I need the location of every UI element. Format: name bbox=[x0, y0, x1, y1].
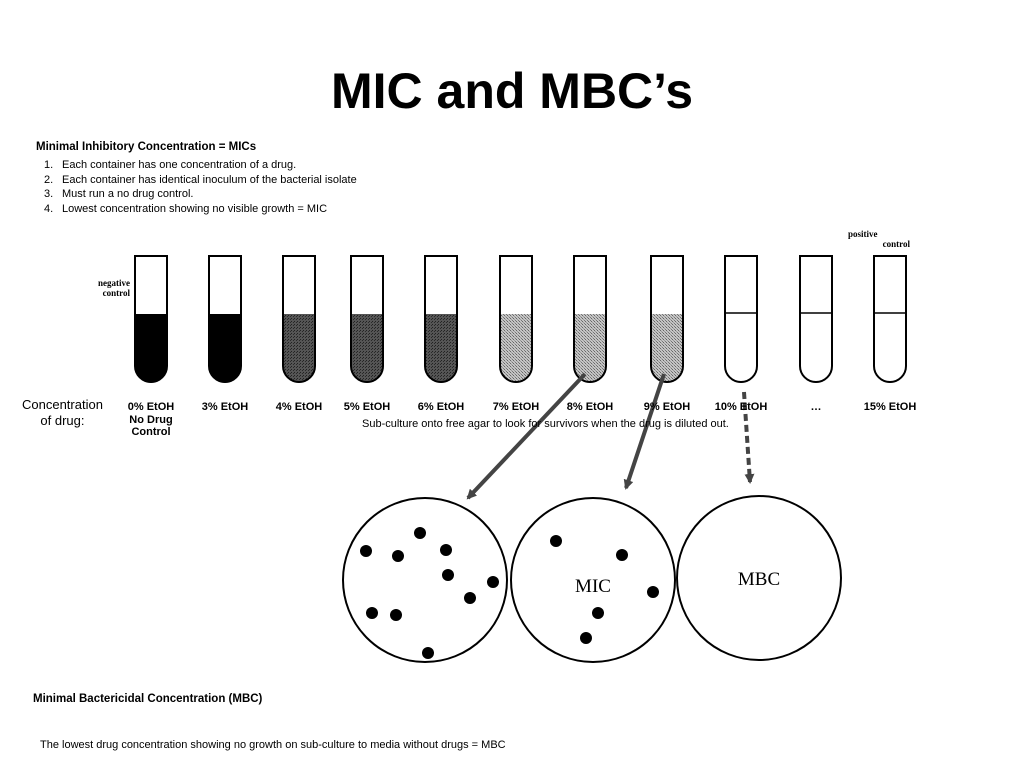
colony-dot bbox=[390, 609, 402, 621]
test-tube bbox=[573, 255, 607, 383]
tube-concentration-label: 6% EtOH bbox=[417, 401, 465, 413]
tube-outline bbox=[799, 255, 833, 383]
positive-control-label: positive control bbox=[848, 229, 910, 249]
tube-liquid bbox=[574, 314, 606, 382]
test-tube bbox=[350, 255, 384, 383]
colonies-plate-1 bbox=[360, 527, 499, 659]
tube-outline bbox=[134, 255, 168, 383]
tube-liquid bbox=[500, 314, 532, 382]
tube-liquid bbox=[209, 314, 241, 382]
plate-label-mic: MIC bbox=[575, 576, 611, 597]
tube-outline bbox=[573, 255, 607, 383]
colony-dot bbox=[616, 549, 628, 561]
colony-dot bbox=[647, 586, 659, 598]
tube-outline bbox=[650, 255, 684, 383]
tube-outline bbox=[724, 255, 758, 383]
colony-dot bbox=[442, 569, 454, 581]
colony-dot bbox=[422, 647, 434, 659]
concentration-axis-label: Concentration of drug: bbox=[22, 397, 103, 428]
mbc-definition: The lowest drug concentration showing no… bbox=[40, 739, 506, 751]
test-tube bbox=[873, 255, 907, 383]
tube-outline bbox=[350, 255, 384, 383]
colony-dot bbox=[360, 545, 372, 557]
test-tube bbox=[499, 255, 533, 383]
tube-outline bbox=[499, 255, 533, 383]
tube-outline bbox=[424, 255, 458, 383]
tube-concentration-label: 8% EtOH bbox=[566, 401, 614, 413]
mic-step: 3.Must run a no drug control. bbox=[44, 188, 194, 200]
tube-liquid bbox=[283, 314, 315, 382]
mic-step: 1.Each container has one concentration o… bbox=[44, 159, 297, 171]
colony-dot bbox=[550, 535, 562, 547]
tube-concentration-label: … bbox=[810, 401, 822, 413]
colony-dot bbox=[580, 632, 592, 644]
tube-concentration-label: 5% EtOH bbox=[343, 401, 391, 413]
tube-rack bbox=[134, 255, 907, 383]
subculture-arrows bbox=[466, 372, 755, 500]
mic-step: 2.Each container has identical inoculum … bbox=[44, 173, 357, 186]
agar-plates: MIC MBC bbox=[342, 495, 842, 663]
tube-outline bbox=[873, 255, 907, 383]
plate-growth bbox=[342, 497, 508, 663]
colony-dot bbox=[392, 550, 404, 562]
plate-mbc bbox=[676, 495, 842, 661]
mbc-heading: Minimal Bactericidal Concentration (MBC) bbox=[33, 693, 263, 705]
subculture-instruction: Sub-culture onto free agar to look for s… bbox=[362, 418, 729, 430]
tube-liquid bbox=[651, 314, 683, 382]
arrow-to-growth-plate bbox=[466, 372, 587, 500]
colonies-plate-2 bbox=[550, 535, 659, 644]
tube-outline bbox=[282, 255, 316, 383]
tube-outline bbox=[208, 255, 242, 383]
colony-dot bbox=[414, 527, 426, 539]
tube-concentration-label: 10% EtOH bbox=[714, 401, 768, 413]
tube-concentration-label: 15% EtOH bbox=[863, 401, 917, 413]
test-tube bbox=[208, 255, 242, 383]
test-tube bbox=[799, 255, 833, 383]
mic-steps-list: 1.Each container has one concentration o… bbox=[44, 158, 357, 216]
arrow-to-mic-plate bbox=[623, 373, 666, 490]
tube-liquid bbox=[425, 314, 457, 382]
tube-liquid bbox=[135, 314, 167, 382]
colony-dot bbox=[592, 607, 604, 619]
tube-concentration-label: 3% EtOH bbox=[201, 401, 249, 413]
arrow-to-mbc-plate bbox=[742, 391, 755, 484]
mic-heading: Minimal Inhibitory Concentration = MICs bbox=[36, 141, 257, 153]
plate-label-mbc: MBC bbox=[738, 569, 780, 590]
colony-dot bbox=[366, 607, 378, 619]
tube-liquid bbox=[351, 314, 383, 382]
colony-dot bbox=[487, 576, 499, 588]
test-tube bbox=[282, 255, 316, 383]
test-tube bbox=[134, 255, 168, 383]
colony-dot bbox=[440, 544, 452, 556]
test-tube bbox=[650, 255, 684, 383]
tube-concentration-label: 7% EtOH bbox=[492, 401, 540, 413]
tube-concentration-label: 4% EtOH bbox=[275, 401, 323, 413]
tube-concentration-label: 9% EtOH bbox=[643, 401, 691, 413]
test-tube bbox=[424, 255, 458, 383]
test-tube bbox=[724, 255, 758, 383]
mic-step: 4.Lowest concentration showing no visibl… bbox=[44, 202, 328, 215]
colony-dot bbox=[464, 592, 476, 604]
negative-control-label: negative control bbox=[98, 278, 130, 298]
slide-title: MIC and MBC’s bbox=[330, 63, 694, 119]
